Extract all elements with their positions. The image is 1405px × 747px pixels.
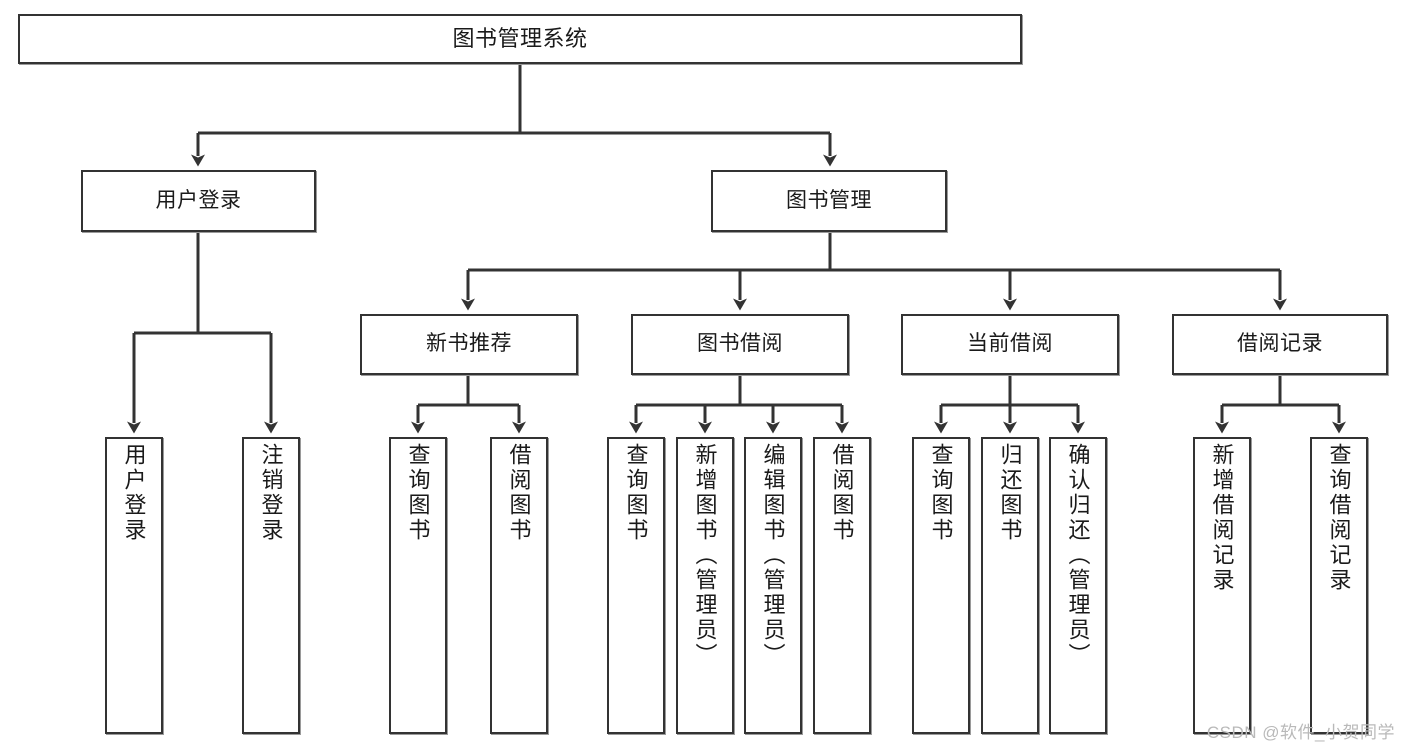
node-label: 注销登录 bbox=[258, 443, 284, 543]
node-book-borrow[interactable]: 图书借阅 bbox=[631, 314, 849, 375]
leaf-query-book-recommend[interactable]: 查询图书 bbox=[389, 437, 447, 734]
leaf-query-borrow-record[interactable]: 查询借阅记录 bbox=[1310, 437, 1368, 734]
leaf-logout[interactable]: 注销登录 bbox=[242, 437, 300, 734]
node-label: 确认归还（管理员） bbox=[1065, 443, 1091, 668]
leaf-borrow-book[interactable]: 借阅图书 bbox=[813, 437, 871, 734]
node-label: 查询图书 bbox=[623, 443, 649, 543]
node-label: 用户登录 bbox=[155, 188, 242, 212]
leaf-return-book[interactable]: 归还图书 bbox=[981, 437, 1039, 734]
node-label: 编辑图书（管理员） bbox=[760, 443, 786, 668]
node-label: 借阅图书 bbox=[829, 443, 855, 543]
node-current-borrow[interactable]: 当前借阅 bbox=[901, 314, 1119, 375]
node-label: 用户登录 bbox=[121, 443, 147, 543]
leaf-add-borrow-record[interactable]: 新增借阅记录 bbox=[1193, 437, 1251, 734]
leaf-confirm-return[interactable]: 确认归还（管理员） bbox=[1049, 437, 1107, 734]
leaf-user-login[interactable]: 用户登录 bbox=[105, 437, 163, 734]
node-label: 新增借阅记录 bbox=[1209, 443, 1235, 593]
node-root-system[interactable]: 图书管理系统 bbox=[18, 14, 1022, 64]
node-label: 借阅记录 bbox=[1237, 332, 1323, 356]
node-label: 查询图书 bbox=[405, 443, 431, 543]
leaf-add-book[interactable]: 新增图书（管理员） bbox=[676, 437, 734, 734]
node-label: 新增图书（管理员） bbox=[692, 443, 718, 668]
node-book-management[interactable]: 图书管理 bbox=[711, 170, 947, 232]
leaf-query-book-borrow[interactable]: 查询图书 bbox=[607, 437, 665, 734]
node-label: 图书借阅 bbox=[697, 332, 783, 356]
leaf-query-book-current[interactable]: 查询图书 bbox=[912, 437, 970, 734]
node-label: 归还图书 bbox=[997, 443, 1023, 543]
leaf-borrow-book-recommend[interactable]: 借阅图书 bbox=[490, 437, 548, 734]
watermark-text: CSDN @软件_小贺同学 bbox=[1206, 723, 1395, 742]
node-label: 图书管理 bbox=[786, 188, 872, 212]
node-label: 借阅图书 bbox=[506, 443, 532, 543]
node-label: 查询图书 bbox=[928, 443, 954, 543]
node-borrow-record[interactable]: 借阅记录 bbox=[1172, 314, 1388, 375]
node-label: 图书管理系统 bbox=[452, 26, 588, 52]
node-label: 查询借阅记录 bbox=[1326, 443, 1352, 593]
node-new-book-recommend[interactable]: 新书推荐 bbox=[360, 314, 578, 375]
node-label: 新书推荐 bbox=[426, 332, 512, 356]
leaf-edit-book[interactable]: 编辑图书（管理员） bbox=[744, 437, 802, 734]
node-label: 当前借阅 bbox=[967, 332, 1053, 356]
node-user-login[interactable]: 用户登录 bbox=[81, 170, 316, 232]
